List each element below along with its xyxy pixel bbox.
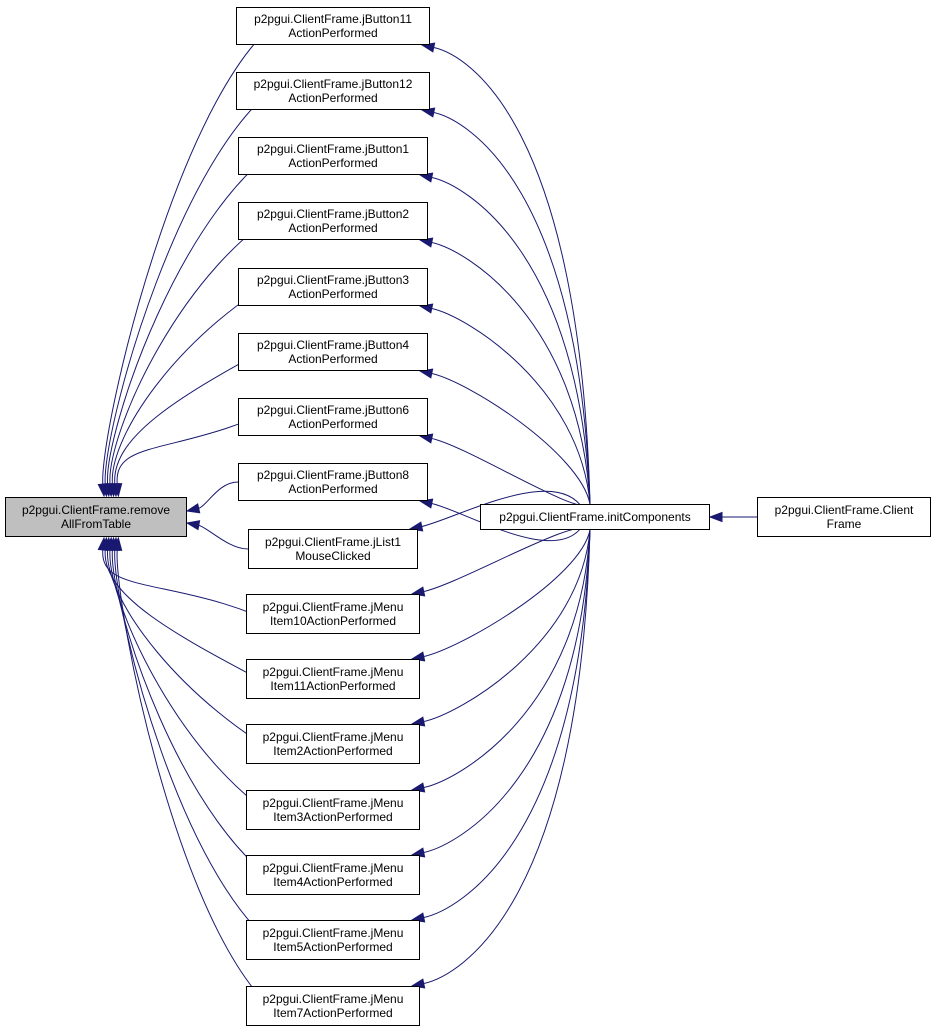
node-label-line1: p2pgui.ClientFrame.jButton4	[256, 338, 410, 352]
node-label-line1: p2pgui.ClientFrame.jMenu	[262, 600, 404, 614]
node-label-line2: ActionPerformed	[288, 26, 378, 40]
node-label-line2: ActionPerformed	[288, 482, 378, 496]
node-label-line2: Item2ActionPerformed	[273, 744, 393, 758]
node-label-line1: p2pgui.ClientFrame.jMenu	[262, 665, 404, 679]
edge-init-to-jMenuItem2	[422, 529, 591, 723]
node-label-line1: p2pgui.ClientFrame.jMenu	[262, 861, 404, 875]
node-label-line2: ActionPerformed	[288, 417, 378, 431]
node-label-line1: p2pgui.ClientFrame.jMenu	[262, 926, 404, 940]
node-jbutton6-action-performed[interactable]: p2pgui.ClientFrame.jButton6 ActionPerfor…	[238, 398, 428, 436]
edge-init-to-jButton11	[432, 46, 591, 505]
node-jbutton3-action-performed[interactable]: p2pgui.ClientFrame.jButton3 ActionPerfor…	[238, 268, 428, 306]
node-label-line1: p2pgui.ClientFrame.jButton2	[256, 207, 410, 221]
edge-init-to-jButton6	[430, 437, 591, 507]
node-label: p2pgui.ClientFrame.initComponents	[499, 510, 691, 524]
edge-jList1-to-focus	[197, 524, 249, 550]
edge-init-to-jMenuItem7	[422, 529, 591, 985]
node-label-line1: p2pgui.ClientFrame.jMenu	[262, 730, 404, 744]
edge-init-to-jButton12	[432, 111, 591, 505]
node-jmenuitem3-action-performed[interactable]: p2pgui.ClientFrame.jMenu Item3ActionPerf…	[246, 790, 420, 830]
node-label-line2: ActionPerformed	[288, 221, 378, 235]
edge-jButton6-to-focus-arrowhead	[111, 483, 123, 498]
node-jbutton12-action-performed[interactable]: p2pgui.ClientFrame.jButton12 ActionPerfo…	[236, 72, 430, 110]
edge-jList1-to-focus-arrowhead	[185, 520, 201, 531]
edge-jButton12-to-focus	[104, 75, 294, 486]
node-client-frame-constructor[interactable]: p2pgui.ClientFrame.Client Frame	[757, 497, 931, 537]
node-label-line1: p2pgui.ClientFrame.jMenu	[262, 992, 404, 1006]
node-label-line2: AllFromTable	[60, 517, 132, 531]
node-label-line1: p2pgui.ClientFrame.Client	[774, 503, 914, 517]
edge-jMenuItem7-to-focus	[116, 548, 294, 1025]
node-jmenuitem4-action-performed[interactable]: p2pgui.ClientFrame.jMenu Item4ActionPerf…	[246, 855, 420, 895]
edge-init-to-jMenuItem5	[422, 529, 591, 919]
node-label-line1: p2pgui.ClientFrame.jButton12	[253, 77, 413, 91]
node-label-line2: Frame	[826, 517, 862, 531]
node-label-line2: ActionPerformed	[288, 156, 378, 170]
edge-init-to-jMenuItem10	[422, 527, 591, 593]
node-label-line2: ActionPerformed	[288, 287, 378, 301]
node-label-line2: ActionPerformed	[288, 91, 378, 105]
node-jlist1-mouse-clicked[interactable]: p2pgui.ClientFrame.jList1 MouseClicked	[248, 529, 418, 569]
node-label-line1: p2pgui.ClientFrame.jList1	[264, 535, 402, 549]
node-label-line1: p2pgui.ClientFrame.jButton8	[256, 468, 410, 482]
node-label-line2: Item10ActionPerformed	[269, 614, 397, 628]
edge-init-to-jMenuItem11	[422, 529, 591, 658]
edge-init-to-jButton3	[430, 307, 591, 505]
node-jbutton8-action-performed[interactable]: p2pgui.ClientFrame.jButton8 ActionPerfor…	[238, 463, 428, 501]
node-label-line2: ActionPerformed	[288, 352, 378, 366]
node-label-line1: p2pgui.ClientFrame.jButton3	[256, 273, 410, 287]
edge-init-to-jButton1	[430, 176, 591, 505]
edge-init-to-jMenuItem4	[422, 529, 591, 854]
node-jmenuitem5-action-performed[interactable]: p2pgui.ClientFrame.jMenu Item5ActionPerf…	[246, 920, 420, 960]
edge-jButton8-to-focus-arrowhead	[185, 503, 201, 514]
node-label-line2: MouseClicked	[295, 549, 371, 563]
node-label-line1: p2pgui.ClientFrame.remove	[21, 503, 171, 517]
edge-init-to-jButton2	[430, 241, 591, 505]
node-label-line2: Item7ActionPerformed	[273, 1006, 393, 1020]
node-label-line1: p2pgui.ClientFrame.jMenu	[262, 796, 404, 810]
node-label-line2: Item3ActionPerformed	[273, 810, 393, 824]
node-jmenuitem10-action-performed[interactable]: p2pgui.ClientFrame.jMenu Item10ActionPer…	[246, 594, 420, 634]
node-label-line2: Item4ActionPerformed	[273, 875, 393, 889]
node-label-line1: p2pgui.ClientFrame.jButton11	[254, 12, 412, 26]
node-jbutton4-action-performed[interactable]: p2pgui.ClientFrame.jButton4 ActionPerfor…	[238, 333, 428, 371]
edge-jButton11-to-focus	[102, 10, 294, 486]
node-jbutton1-action-performed[interactable]: p2pgui.ClientFrame.jButton1 ActionPerfor…	[238, 137, 428, 175]
edge-jMenuItem7-to-focus-arrowhead	[111, 536, 123, 551]
node-label-line2: Item5ActionPerformed	[273, 940, 393, 954]
node-jbutton2-action-performed[interactable]: p2pgui.ClientFrame.jButton2 ActionPerfor…	[238, 202, 428, 240]
edge-jButton8-to-focus	[197, 481, 239, 510]
node-jmenuitem11-action-performed[interactable]: p2pgui.ClientFrame.jMenu Item11ActionPer…	[246, 659, 420, 699]
node-label-line2: Item11ActionPerformed	[270, 679, 396, 693]
node-jbutton11-action-performed[interactable]: p2pgui.ClientFrame.jButton11 ActionPerfo…	[236, 7, 430, 45]
edge-init-to-jButton4	[430, 372, 591, 505]
node-remove-all-from-table[interactable]: p2pgui.ClientFrame.remove AllFromTable	[5, 497, 187, 537]
node-jmenuitem7-action-performed[interactable]: p2pgui.ClientFrame.jMenu Item7ActionPerf…	[246, 986, 420, 1026]
node-label-line1: p2pgui.ClientFrame.jButton1	[256, 142, 410, 156]
edge-init-to-jMenuItem3	[422, 529, 591, 789]
node-jmenuitem2-action-performed[interactable]: p2pgui.ClientFrame.jMenu Item2ActionPerf…	[246, 724, 420, 764]
edge-root-to-init-arrowhead	[708, 511, 723, 523]
node-label-line1: p2pgui.ClientFrame.jButton6	[256, 403, 410, 417]
node-init-components[interactable]: p2pgui.ClientFrame.initComponents	[480, 504, 710, 530]
